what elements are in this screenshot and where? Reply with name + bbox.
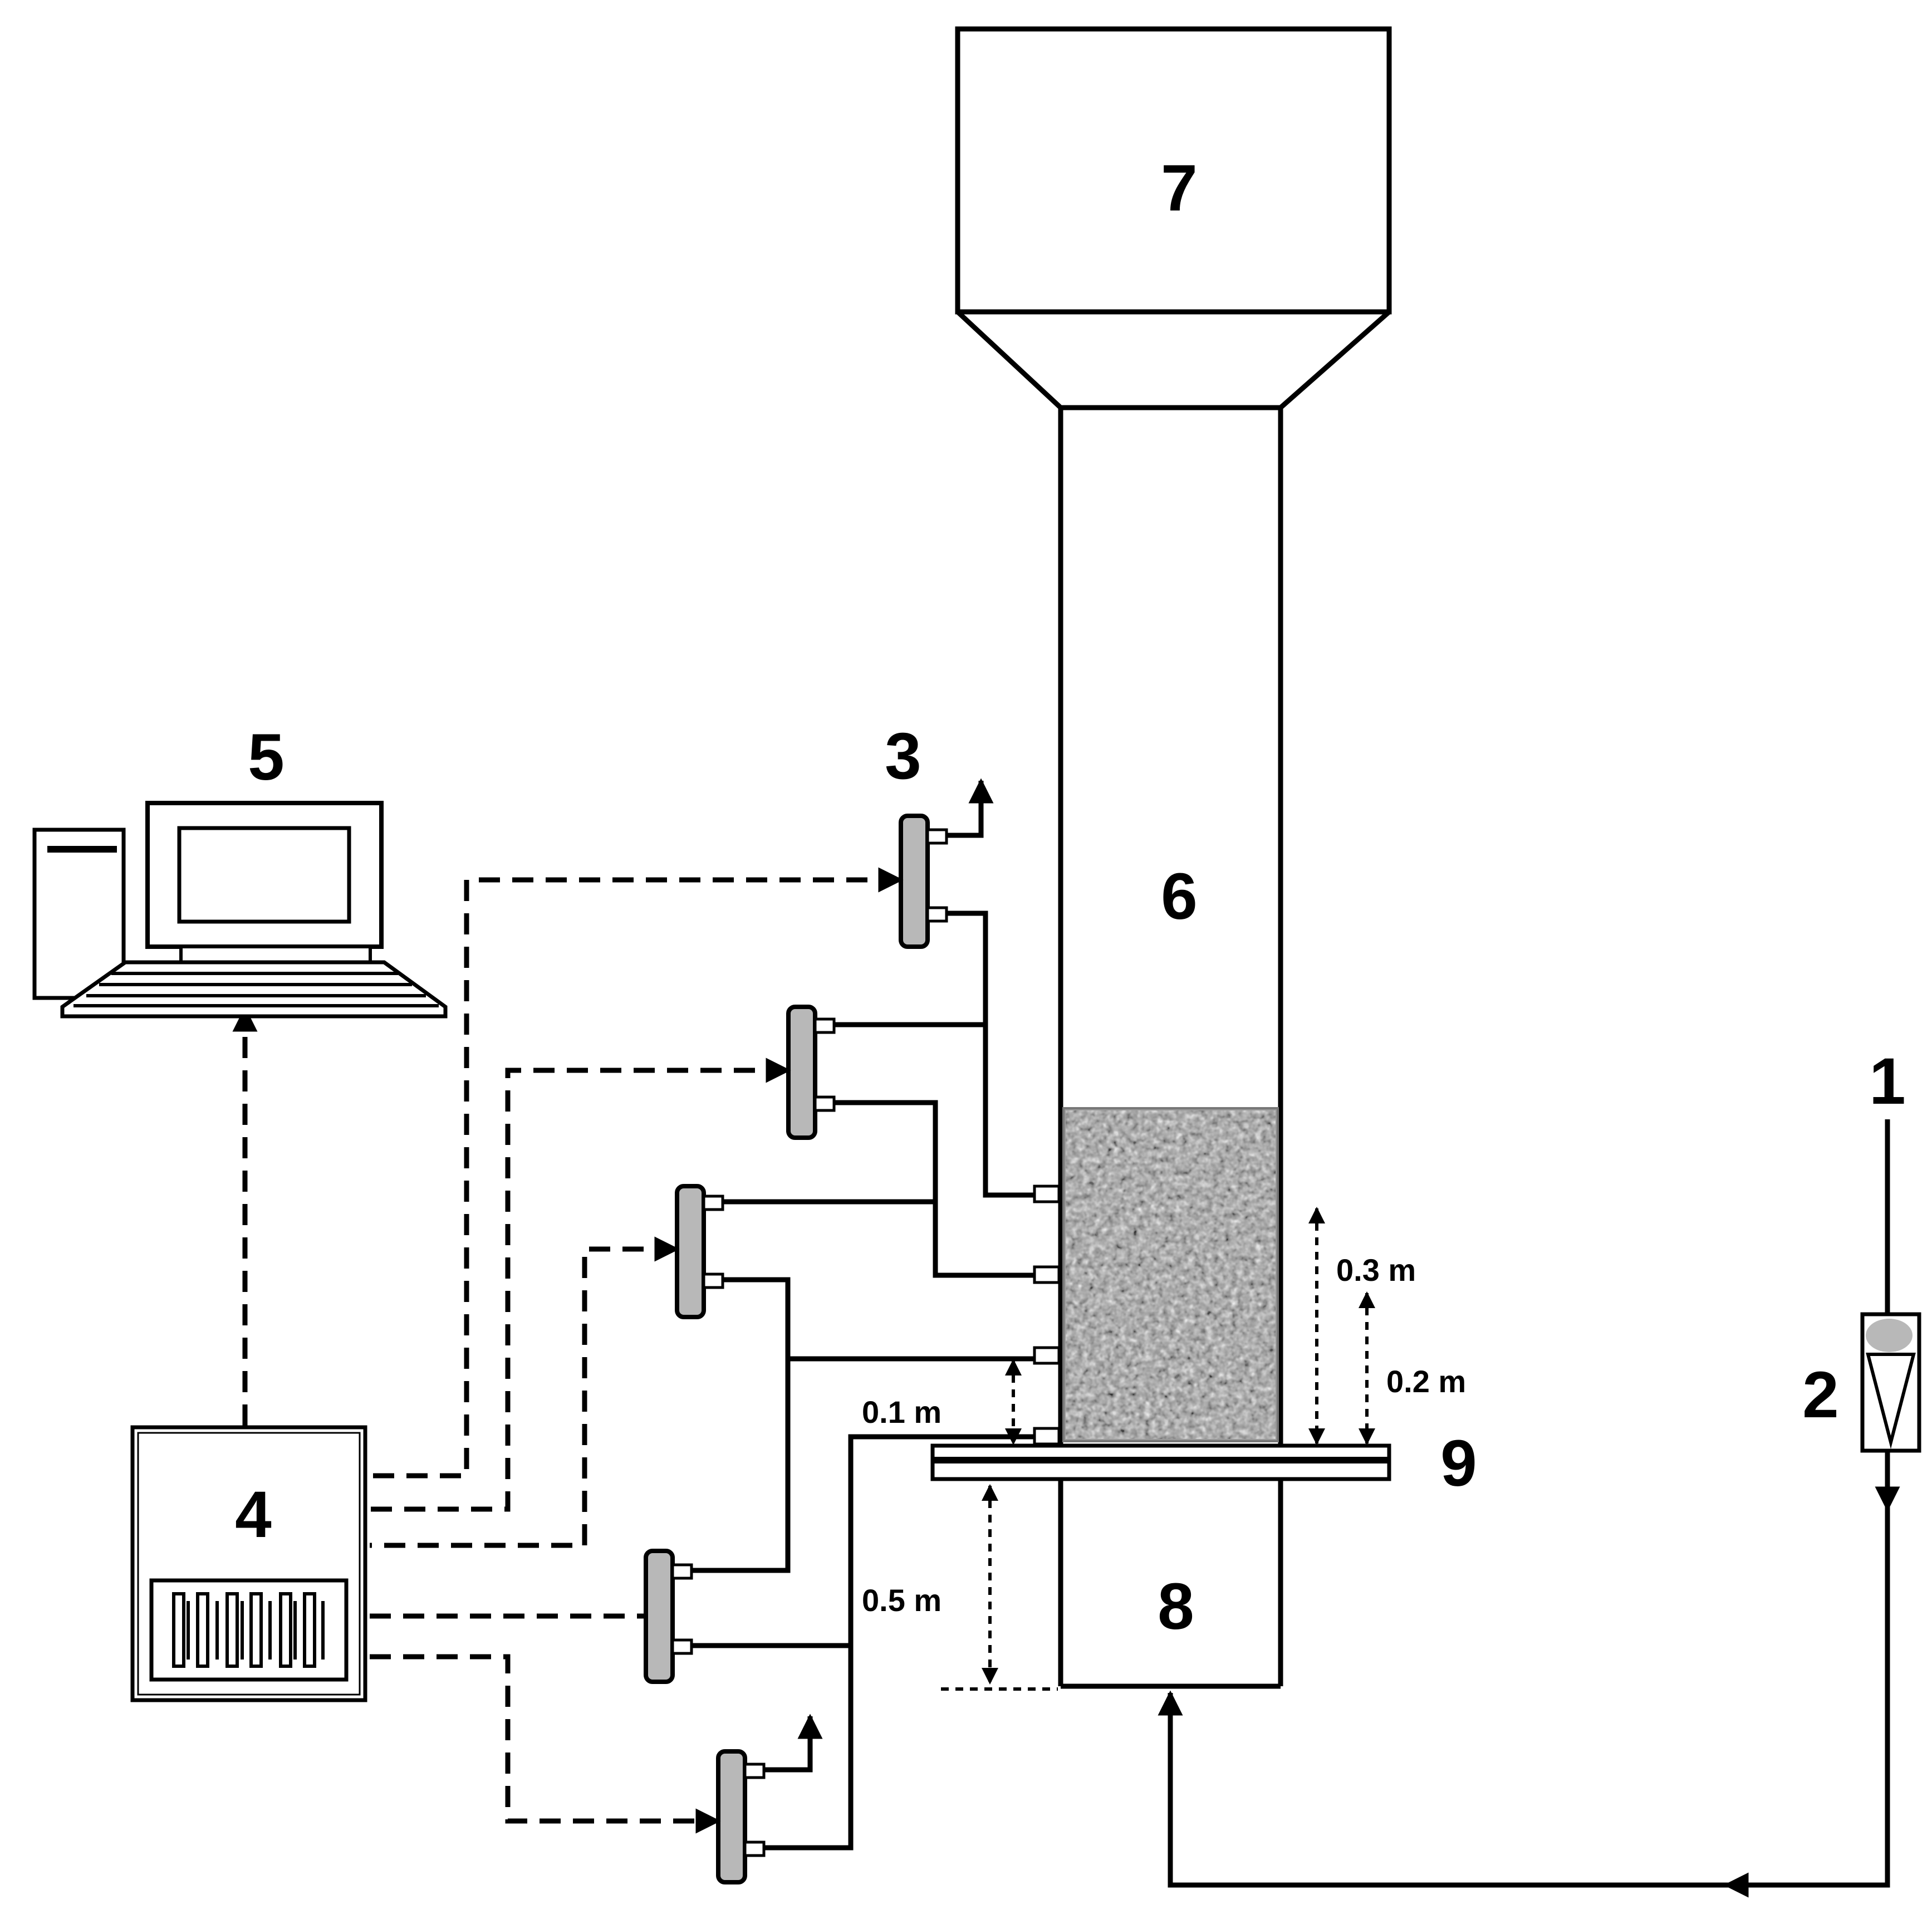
component-labels: 1 2 3 4 5 6 7 8 9 bbox=[235, 151, 1906, 1643]
dimension-labels: 0.3 m 0.2 m 0.1 m 0.5 m bbox=[862, 1252, 1466, 1618]
gas-supply bbox=[1158, 1119, 1921, 1898]
pressure-sensor-1 bbox=[899, 814, 948, 949]
computer bbox=[32, 801, 448, 1019]
label-1: 1 bbox=[1869, 1045, 1906, 1118]
label-3: 3 bbox=[885, 719, 921, 793]
pressure-lines bbox=[690, 778, 1034, 1851]
dim-0-5m: 0.5 m bbox=[862, 1583, 942, 1618]
pressure-sensor-4 bbox=[644, 1549, 693, 1684]
label-5: 5 bbox=[248, 721, 285, 794]
plenum bbox=[1058, 1479, 1283, 1689]
column-ports bbox=[1033, 1184, 1061, 1446]
dim-0-1m: 0.1 m bbox=[862, 1394, 942, 1430]
disengagement-section bbox=[955, 26, 1392, 410]
dim-0-3m: 0.3 m bbox=[1336, 1252, 1416, 1288]
pressure-sensors bbox=[644, 814, 948, 1884]
column bbox=[1058, 408, 1283, 1448]
dim-0-2m: 0.2 m bbox=[1386, 1364, 1466, 1399]
pressure-sensor-3 bbox=[675, 1184, 724, 1319]
label-4: 4 bbox=[235, 1478, 272, 1551]
particle-bed bbox=[1062, 1107, 1279, 1442]
label-7: 7 bbox=[1161, 151, 1198, 225]
pressure-sensor-5 bbox=[716, 1749, 766, 1884]
pressure-sensor-2 bbox=[786, 1005, 836, 1140]
label-2: 2 bbox=[1802, 1358, 1839, 1432]
label-8: 8 bbox=[1158, 1570, 1194, 1643]
signal-lines bbox=[232, 867, 904, 1834]
label-9: 9 bbox=[1440, 1427, 1477, 1500]
dimension-arrows bbox=[941, 1207, 1375, 1691]
data-acquisition bbox=[130, 1425, 367, 1702]
distributor-plate bbox=[930, 1443, 1391, 1481]
label-6: 6 bbox=[1161, 860, 1198, 933]
